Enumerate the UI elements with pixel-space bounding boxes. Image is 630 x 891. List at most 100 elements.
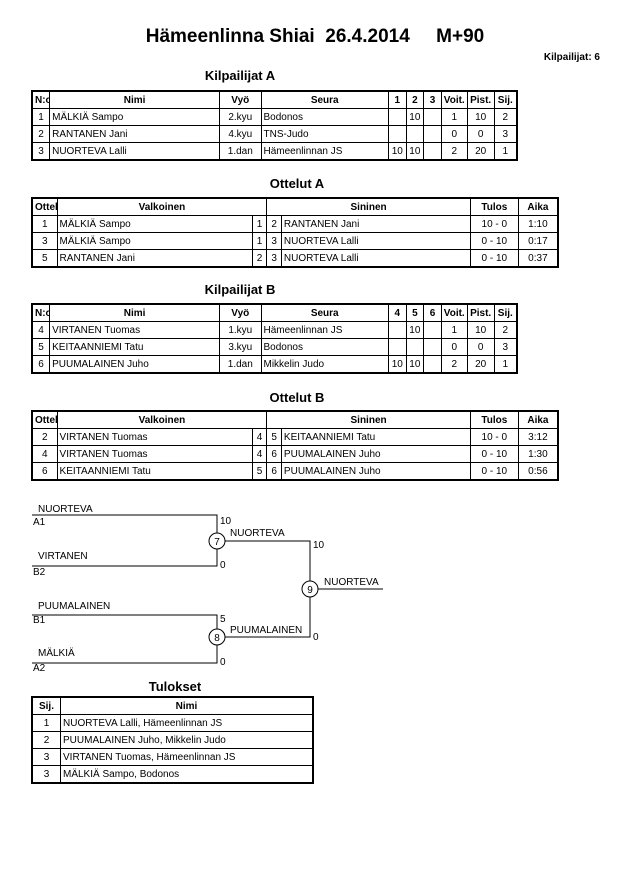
bracket-player-3-seed: B1 <box>33 615 46 626</box>
cell: 0:56 <box>517 462 559 481</box>
page-title: Hämeenlinna Shiai 26.4.2014 M+90 <box>145 26 485 47</box>
cell: 4.kyu <box>219 125 262 143</box>
competitors-a-table: N:o Nimi Vyö Seura 1 2 3 Voit. Pist. Sij… <box>31 90 518 161</box>
cell: 3 <box>493 338 518 356</box>
cell: 6 <box>266 445 282 463</box>
cell: 20 <box>466 142 495 161</box>
cell: KEITAANNIEMI Tatu <box>49 338 221 356</box>
cell: 3 <box>31 765 61 784</box>
table-row: 3 VIRTANEN Tuomas, Hämeenlinnan JS <box>31 748 314 766</box>
cell: 1.dan <box>219 142 262 161</box>
cell: 3 <box>31 232 58 250</box>
match-9-score-bottom: 0 <box>313 632 319 643</box>
match-8-circle <box>208 628 226 646</box>
cell: TNS-Judo <box>260 125 389 143</box>
match-9-circle <box>301 580 319 598</box>
section-title-competitors-b: Kilpailijat B <box>204 282 276 297</box>
match-7-score-top: 10 <box>220 516 232 527</box>
match-9-score-top: 10 <box>313 540 325 551</box>
cell: 20 <box>466 355 495 374</box>
cell: 5 <box>31 249 58 268</box>
table-row: 2 PUUMALAINEN Juho, Mikkelin Judo <box>31 731 314 749</box>
cell: 1 <box>493 355 518 374</box>
table-header-row: Sij. Nimi <box>31 696 314 715</box>
cell: 3 <box>493 125 518 143</box>
col-header: Sij. <box>31 696 61 715</box>
table-row: 4 VIRTANEN Tuomas 4 6 PUUMALAINEN Juho 0… <box>31 445 559 463</box>
cell: 0 - 10 <box>469 462 519 481</box>
cell: 0:17 <box>517 232 559 250</box>
cell: 1 <box>493 142 518 161</box>
cell: 1 <box>31 714 61 732</box>
match-8-score-top: 5 <box>220 614 226 625</box>
section-title-competitors-a: Kilpailijat A <box>204 68 276 83</box>
match-7-circle <box>208 532 226 550</box>
bracket-player-4-seed: A2 <box>33 663 46 674</box>
cell: 3.kyu <box>219 338 262 356</box>
cell: 0 - 10 <box>469 232 519 250</box>
table-row: 3 MÄLKIÄ Sampo 1 3 NUORTEVA Lalli 0 - 10… <box>31 232 559 250</box>
cell: Hämeenlinnan JS <box>260 321 389 339</box>
matches-b-table: Ottelu Valkoinen Sininen Tulos Aika 2 VI… <box>31 410 559 481</box>
bracket-player-2-name: VIRTANEN <box>38 551 88 562</box>
cell: PUUMALAINEN Juho <box>280 445 471 463</box>
cell: 10 <box>387 142 407 161</box>
cell: Hämeenlinnan JS <box>260 142 389 161</box>
table-row: 1 NUORTEVA Lalli, Hämeenlinnan JS <box>31 714 314 732</box>
match-7-winner: NUORTEVA <box>230 528 285 539</box>
table-row: 5 RANTANEN Jani 2 3 NUORTEVA Lalli 0 - 1… <box>31 249 559 268</box>
section-title-matches-b: Ottelut B <box>269 390 325 405</box>
matches-a-table: Ottelu Valkoinen Sininen Tulos Aika 1 MÄ… <box>31 197 559 268</box>
table-row: 3 NUORTEVA Lalli 1.dan Hämeenlinnan JS 1… <box>31 142 518 161</box>
section-title-results: Tulokset <box>148 679 202 694</box>
table-header-row: N:o Nimi Vyö Seura 4 5 6 Voit. Pist. Sij… <box>31 303 518 322</box>
bracket-player-2-seed: B2 <box>33 567 46 578</box>
cell: 2 <box>493 108 518 126</box>
cell: 0 <box>466 338 495 356</box>
competitors-b-table: N:o Nimi Vyö Seura 4 5 6 Voit. Pist. Sij… <box>31 303 518 374</box>
cell: 0 - 10 <box>469 445 519 463</box>
cell: NUORTEVA Lalli, Hämeenlinnan JS <box>60 714 314 732</box>
cell: NUORTEVA Lalli <box>280 232 471 250</box>
match-8-winner: PUUMALAINEN <box>230 625 302 636</box>
table-row: 1 MÄLKIÄ Sampo 2.kyu Bodonos 10 1 10 2 <box>31 108 518 126</box>
competitor-count: Kilpailijat: 6 <box>543 52 600 63</box>
cell: VIRTANEN Tuomas <box>56 445 253 463</box>
cell: 0 <box>466 125 495 143</box>
table-row: 6 KEITAANNIEMI Tatu 5 6 PUUMALAINEN Juho… <box>31 462 559 481</box>
cell: RANTANEN Jani <box>56 249 253 268</box>
cell: 2 <box>31 731 61 749</box>
cell: PUUMALAINEN Juho, Mikkelin Judo <box>60 731 314 749</box>
bracket-player-1-seed: A1 <box>33 517 46 528</box>
table-row: 3 MÄLKIÄ Sampo, Bodonos <box>31 765 314 784</box>
bracket-player-1-name: NUORTEVA <box>38 504 93 515</box>
table-header-row: N:o Nimi Vyö Seura 1 2 3 Voit. Pist. Sij… <box>31 90 518 109</box>
cell: NUORTEVA Lalli <box>280 249 471 268</box>
cell: 0 - 10 <box>469 249 519 268</box>
match-9-number: 9 <box>307 585 313 596</box>
col-header: Aika <box>517 410 559 429</box>
cell: MÄLKIÄ Sampo <box>56 232 253 250</box>
cell: 1.dan <box>219 355 262 374</box>
match-9-winner: NUORTEVA <box>324 577 379 588</box>
table-row: 6 PUUMALAINEN Juho 1.dan Mikkelin Judo 1… <box>31 355 518 374</box>
col-header: Nimi <box>60 696 314 715</box>
cell: Bodonos <box>260 338 389 356</box>
cell: 5 <box>31 338 51 356</box>
cell: VIRTANEN Tuomas, Hämeenlinnan JS <box>60 748 314 766</box>
cell: 3 <box>31 748 61 766</box>
match-8-number: 8 <box>214 633 220 644</box>
cell: MÄLKIÄ Sampo, Bodonos <box>60 765 314 784</box>
table-row: 2 VIRTANEN Tuomas 4 5 KEITAANNIEMI Tatu … <box>31 428 559 446</box>
table-row: 4 VIRTANEN Tuomas 1.kyu Hämeenlinnan JS … <box>31 321 518 339</box>
cell: 6 <box>31 462 58 481</box>
table-row: 5 KEITAANNIEMI Tatu 3.kyu Bodonos 0 0 3 <box>31 338 518 356</box>
match-8-score-bottom: 0 <box>220 657 226 668</box>
bracket-player-3-name: PUUMALAINEN <box>38 601 110 612</box>
bracket-player-4-name: MÄLKIÄ <box>38 647 75 659</box>
match-7-score-bottom: 0 <box>220 560 226 571</box>
cell: KEITAANNIEMI Tatu <box>56 462 253 481</box>
table-row: 2 RANTANEN Jani 4.kyu TNS-Judo 0 0 3 <box>31 125 518 143</box>
results-table: Sij. Nimi 1 NUORTEVA Lalli, Hämeenlinnan… <box>31 696 314 784</box>
